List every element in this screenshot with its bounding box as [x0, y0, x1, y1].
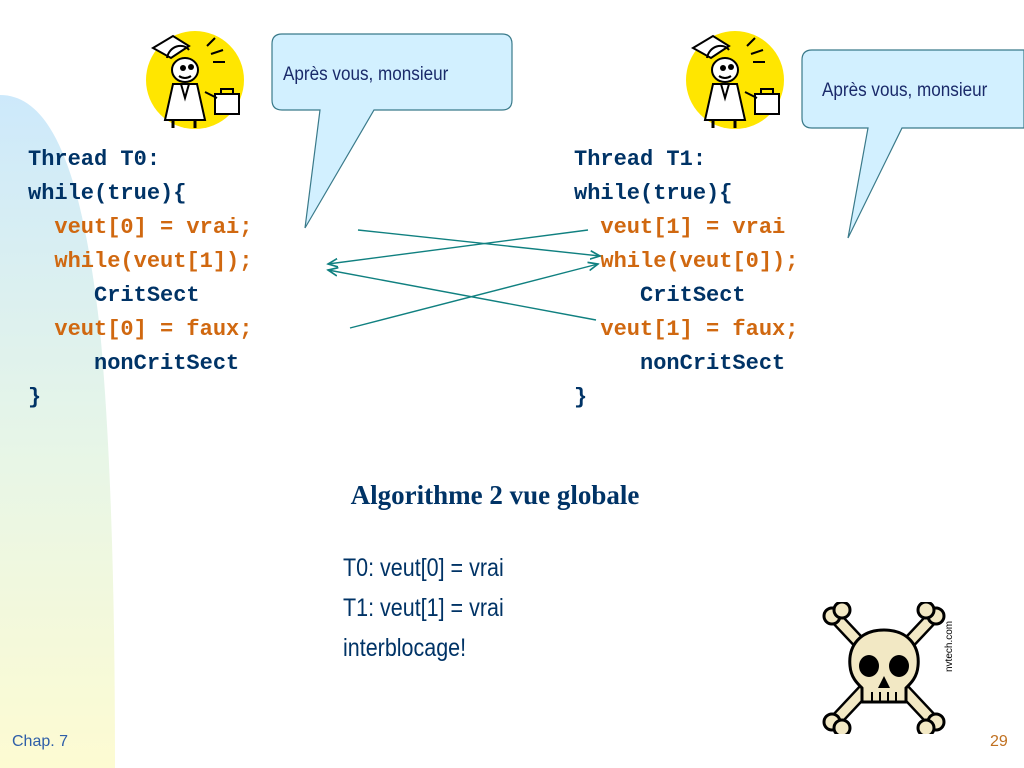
summary-text: T0: veut[0] = vrai T1: veut[1] = vrai in…: [343, 548, 504, 668]
code-line: Thread T1:: [574, 147, 707, 172]
page-number: 29: [990, 733, 1008, 750]
code-line: veut[0] = vrai;: [54, 215, 253, 240]
speech-bubble-left: [271, 33, 513, 229]
thread-t1-code: Thread T1: while(true){ veut[1] = vrai w…: [574, 143, 798, 415]
code-line: veut[0] = faux;: [54, 317, 253, 342]
code-line: nonCritSect: [640, 351, 786, 376]
summary-line: T1: veut[1] = vrai: [343, 594, 504, 622]
code-line: while(true){: [574, 181, 733, 206]
arrow: [349, 264, 598, 329]
slide-title: Algorithme 2 vue globale: [350, 480, 640, 510]
speech-bubble-right-text: Après vous, monsieur: [822, 80, 988, 101]
code-line: while(veut[1]);: [54, 249, 253, 274]
code-line: }: [574, 385, 588, 410]
skull-and-crossbones-icon: [822, 602, 946, 734]
code-line: veut[1] = vrai: [600, 215, 786, 240]
thread-t0-code: Thread T0: while(true){ veut[0] = vrai; …: [28, 143, 252, 415]
code-line: CritSect: [640, 283, 746, 308]
man-with-hat-and-briefcase-icon: [686, 31, 784, 129]
arrow: [328, 270, 597, 321]
code-line: nonCritSect: [94, 351, 240, 376]
summary-line: T0: veut[0] = vrai: [343, 554, 504, 582]
code-line: CritSect: [94, 283, 200, 308]
code-line: Thread T0:: [28, 147, 161, 172]
speech-bubble-right: [801, 49, 1024, 239]
summary-line: interblocage!: [343, 634, 467, 662]
code-line: }: [28, 385, 42, 410]
man-with-hat-and-briefcase-icon: [146, 31, 244, 129]
footer-chapter: Chap. 7: [12, 733, 69, 750]
image-credit: nvtech.com: [944, 620, 955, 672]
arrow: [357, 229, 600, 256]
code-line: while(veut[0]);: [600, 249, 799, 274]
arrow: [328, 229, 589, 264]
code-line: while(true){: [28, 181, 187, 206]
speech-bubble-left-text: Après vous, monsieur: [283, 64, 449, 85]
code-line: veut[1] = faux;: [600, 317, 799, 342]
